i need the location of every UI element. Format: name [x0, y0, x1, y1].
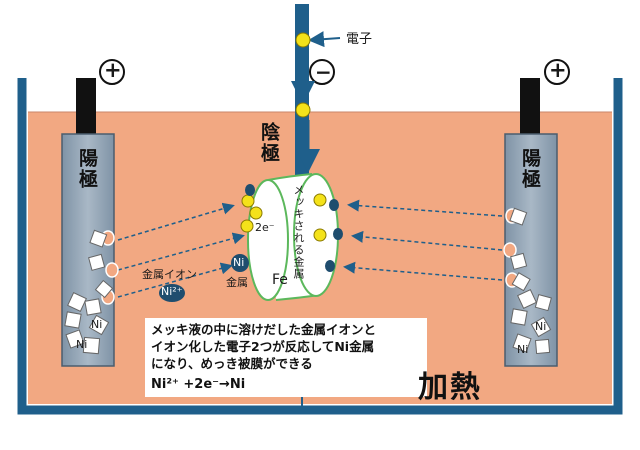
ni-pellet-right-2: Ni	[517, 343, 529, 356]
plus-terminal-left-icon	[99, 59, 125, 85]
minus-sign: −	[315, 60, 332, 84]
anode-right-rod	[520, 78, 540, 134]
workpiece-electron-5	[313, 228, 327, 242]
reaction-equation: Ni²⁺ +2e⁻→Ni	[151, 377, 246, 392]
ion-arrow-right-3	[343, 261, 503, 281]
electron-mid	[295, 102, 311, 118]
ion-near-workpiece-3	[333, 228, 343, 240]
anode-right-ion-2	[503, 242, 517, 258]
ni-pellets-left	[64, 229, 114, 355]
ion-arrow-left-1	[117, 202, 235, 241]
two-electrons-label: 2e⁻	[255, 221, 275, 234]
electron-label: 電子	[346, 32, 373, 47]
explanation-line-1: メッキ液の中に溶けだした金属イオンと	[151, 322, 377, 337]
ni-pellets-right	[509, 207, 552, 355]
explanation-line-3: になり、めっき被膜ができる	[151, 356, 313, 371]
explanation-box: メッキ液の中に溶けだした金属イオンと イオン化した電子2つが反応してNi金属 に…	[145, 318, 427, 397]
tank-wall	[17, 78, 623, 415]
minus-terminal-icon	[309, 59, 335, 85]
plus-sign-left: +	[104, 58, 122, 82]
ni-pellet-right-1: Ni	[535, 320, 547, 333]
ion-near-workpiece-4	[325, 260, 335, 272]
ni-metal-label: 金属	[226, 276, 248, 289]
ion-near-workpiece-1	[245, 184, 255, 196]
ni-pellet-left-2: Ni	[76, 338, 88, 351]
plated-metal-label: メッキされる金属	[292, 184, 305, 280]
anode-left-ion-2	[105, 262, 119, 278]
fe-label: Fe	[272, 272, 288, 288]
workpiece-electron-2	[249, 206, 263, 220]
ni-metal-atom	[231, 254, 249, 272]
ni-metal-symbol: Ni	[233, 256, 245, 269]
ion-arrow-left-2	[117, 232, 245, 271]
ion-near-workpiece-2	[329, 199, 339, 211]
ni-pellet-left-1: Ni	[91, 318, 103, 331]
ni-ion-label: Ni²⁺	[161, 285, 183, 298]
workpiece-electron-3	[240, 219, 254, 233]
explanation-line-2: イオン化した電子2つが反応してNi金属	[151, 339, 375, 354]
heating-label: 加熱	[418, 370, 482, 405]
ion-arrow-right-1	[347, 199, 503, 217]
cathode-label: 陰極	[258, 122, 280, 164]
plus-terminal-right-icon	[544, 59, 570, 85]
anode-left-rod	[76, 78, 96, 134]
ni-ion	[159, 284, 185, 302]
workpiece-electron-1	[241, 194, 255, 208]
ion-arrow-right-2	[351, 230, 503, 251]
plus-sign-right: +	[549, 58, 567, 82]
workpiece-electron-4	[313, 193, 327, 207]
electron-label-arrow	[308, 31, 341, 48]
anode-left-label: 陽極	[76, 148, 98, 190]
anode-right-label: 陽極	[519, 148, 541, 190]
electron-top	[295, 32, 311, 48]
ion-arrow-left-3	[117, 262, 233, 298]
metal-ion-label: 金属イオン	[142, 268, 197, 281]
